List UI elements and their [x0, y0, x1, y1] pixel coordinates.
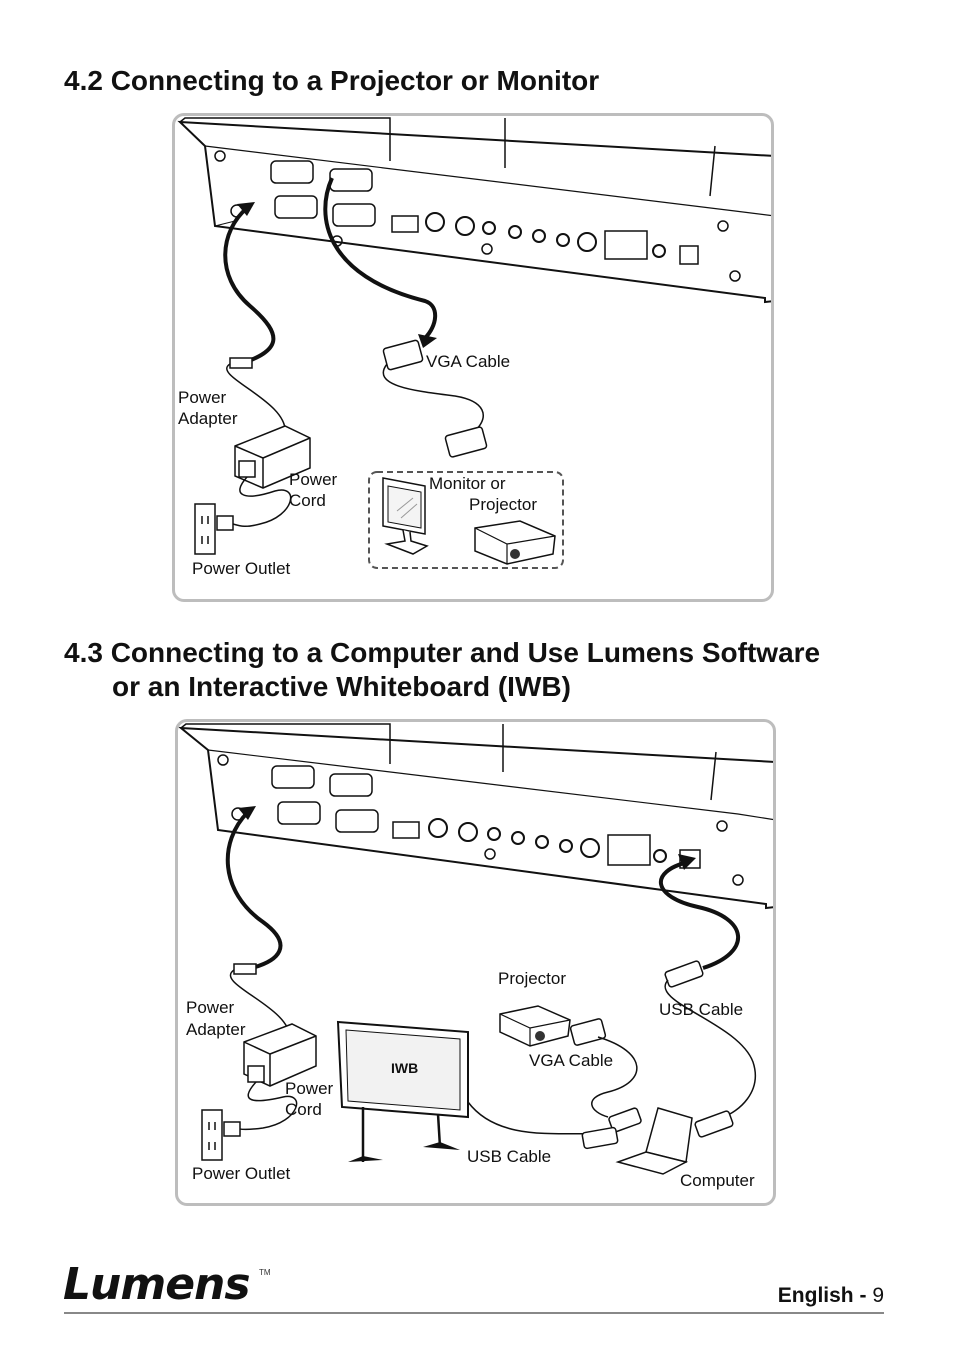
power-adapter-label-line1: Power — [186, 998, 235, 1017]
computer-iwb-connection-illustration — [178, 723, 773, 1175]
section-title-4-3-line1: 4.3 Connecting to a Computer and Use Lum… — [64, 637, 821, 668]
power-adapter-label-line2: Adapter — [178, 409, 238, 428]
computer-label: Computer — [680, 1171, 755, 1190]
vga-cable-label: VGA Cable — [426, 352, 511, 371]
usb-cable-top-label: USB Cable — [659, 1000, 744, 1019]
iwb-screen-label: IWB — [391, 1060, 419, 1076]
usb-cable-bottom-label: USB Cable — [467, 1147, 552, 1166]
monitor-label-line2: Projector — [469, 495, 538, 514]
page-number: 9 — [872, 1284, 884, 1307]
vga-cable-label: VGA Cable — [529, 1051, 614, 1070]
power-outlet-label: Power Outlet — [192, 559, 291, 578]
power-cord-label-line2: Cord — [289, 491, 326, 510]
footer-separator: - — [859, 1284, 867, 1307]
section-title-4-3: 4.3 Connecting to a Computer and Use Lum… — [64, 636, 820, 704]
power-cord-label-line1: Power — [289, 470, 338, 489]
section-title-4-3-line2: or an Interactive Whiteboard (IWB) — [112, 671, 571, 702]
projector-label: Projector — [498, 969, 567, 988]
trademark-mark: TM — [259, 1268, 271, 1277]
footer-rule — [64, 1312, 884, 1314]
section-title-4-2: 4.2 Connecting to a Projector or Monitor — [64, 65, 600, 96]
page-footer: English - 9 — [778, 1284, 884, 1308]
monitor-label-line1: Monitor or — [429, 474, 506, 493]
projector-connection-diagram: VGA Cable Power Adapter Power Cord Monit… — [172, 113, 774, 602]
power-cord-label-line1: Power — [285, 1079, 334, 1098]
power-adapter-label-line2: Adapter — [186, 1020, 246, 1039]
power-outlet-label: Power Outlet — [192, 1164, 291, 1183]
brand-logo: Lumens — [63, 1259, 251, 1310]
computer-iwb-connection-diagram: Projector USB Cable Power Adapter VGA Ca… — [175, 719, 776, 1206]
power-adapter-label-line1: Power — [178, 388, 227, 407]
footer-language: English — [777, 1284, 854, 1307]
power-cord-label-line2: Cord — [285, 1100, 322, 1119]
projector-connection-illustration — [177, 117, 771, 569]
